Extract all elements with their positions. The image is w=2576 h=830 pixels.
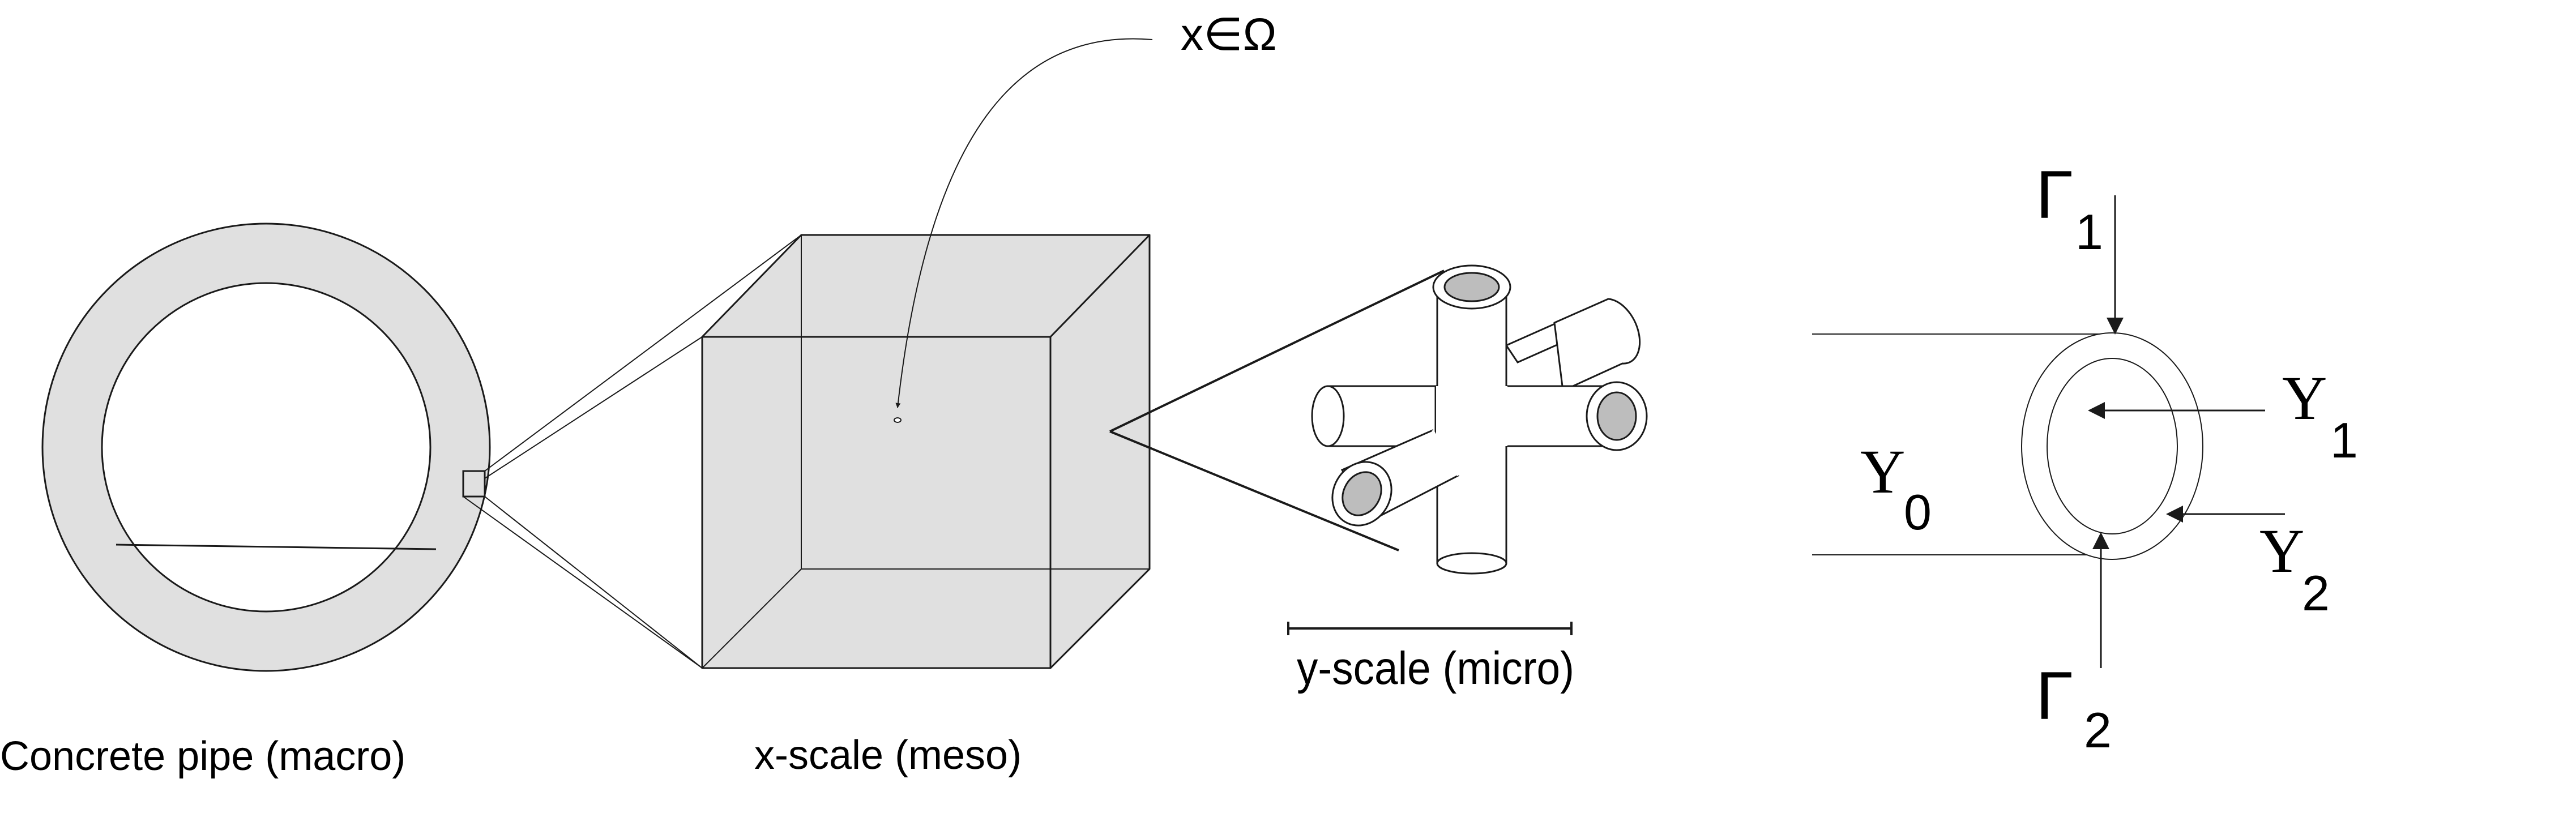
gamma1-symbol: Γ — [2036, 157, 2073, 233]
micro-cell — [1311, 264, 1648, 575]
y0-symbol: Y — [1860, 437, 1905, 506]
pipe-cross-section — [41, 223, 491, 672]
zoom-lines-meso-to-micro — [1109, 269, 1445, 551]
y0-subscript: 0 — [1904, 484, 1932, 540]
zoom-lines-macro-to-meso — [463, 234, 802, 669]
pore-inner-boundary — [2047, 358, 2178, 534]
y1-symbol: Y — [2282, 363, 2327, 433]
point-label: x∈Ω — [1181, 9, 1277, 59]
point-pointer-arrow — [895, 38, 1153, 408]
y1-subscript: 1 — [2330, 412, 2358, 468]
material-point — [894, 417, 902, 423]
micro-scale-bar — [1287, 622, 1573, 635]
meso-label: x-scale (meso) — [754, 733, 1022, 778]
cube-solid — [701, 234, 1151, 669]
macro-label: Concrete pipe (macro) — [0, 734, 405, 779]
water-level-line — [116, 544, 437, 550]
y2-symbol: Y — [2259, 516, 2304, 585]
meso-cube — [701, 234, 1151, 669]
gamma1-subscript: 1 — [2075, 204, 2103, 260]
pipe-inner-bore — [101, 282, 432, 613]
boundary-arrows — [2088, 195, 2285, 668]
gamma2-symbol: Γ — [2036, 658, 2073, 734]
sample-region-box — [462, 470, 486, 498]
micro-label: y-scale (micro) — [1297, 643, 1574, 694]
y2-subscript: 2 — [2302, 565, 2330, 621]
gamma2-subscript: 2 — [2084, 702, 2112, 758]
